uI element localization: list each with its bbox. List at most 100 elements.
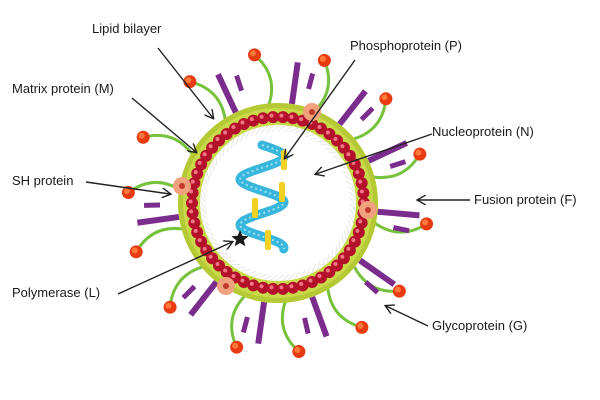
matrix-bead-highlight xyxy=(215,136,220,141)
interior-hatch xyxy=(210,241,220,246)
arrow-sh-protein xyxy=(85,181,170,194)
arrow-phosphoprotein xyxy=(285,59,356,158)
matrix-bead xyxy=(296,279,309,292)
matrix-bead-highlight xyxy=(202,152,207,157)
matrix-bead xyxy=(306,118,319,131)
matrix-bead-highlight xyxy=(299,117,304,122)
sh-proteins xyxy=(173,103,377,295)
interior-hatch xyxy=(324,147,335,150)
matrix-bead xyxy=(266,282,279,295)
interior-hatch xyxy=(321,257,326,268)
matrix-bead xyxy=(315,271,327,284)
glycoprotein-head-core xyxy=(185,77,192,84)
matrix-bead xyxy=(200,244,213,257)
matrix-bead xyxy=(277,111,290,124)
interior-hatch xyxy=(310,137,321,140)
interior-texture xyxy=(199,124,357,282)
matrix-bead-highlight xyxy=(359,189,364,194)
matrix-bead xyxy=(306,275,319,288)
matrix-bead xyxy=(355,177,368,190)
matrix-bead xyxy=(186,206,199,219)
matrix-bead xyxy=(277,282,290,295)
glycoprotein-head-core xyxy=(394,286,401,293)
glycoprotein-head-core xyxy=(381,94,388,101)
glycoprotein-stalk xyxy=(353,97,388,141)
matrix-bead-highlight xyxy=(189,189,194,194)
interior-hatch xyxy=(255,126,263,135)
interior-hatch xyxy=(201,218,210,226)
glycoprotein-head-core xyxy=(422,219,429,226)
interior-hatch xyxy=(206,171,211,181)
matrix-bead-highlight xyxy=(289,284,294,289)
matrix-bead xyxy=(247,114,260,127)
interior-hatch xyxy=(235,266,246,269)
interior-hatch xyxy=(200,212,209,221)
fusion-protein-stem xyxy=(215,73,239,114)
sh-protein-core xyxy=(365,207,371,213)
interior-hatch xyxy=(326,253,330,264)
fusion-protein-branch xyxy=(306,72,316,90)
interior-hatch xyxy=(263,274,273,281)
glycoprotein-head-core xyxy=(165,302,172,309)
label-lipid-bilayer: Lipid bilayer xyxy=(92,21,162,36)
matrix-bead-highlight xyxy=(231,125,236,130)
interior-hatch xyxy=(341,235,344,246)
interior-hatch xyxy=(348,214,354,224)
glycoprotein-head-core xyxy=(319,55,326,62)
matrix-bead-highlight xyxy=(279,113,284,118)
matrix-bead xyxy=(186,197,198,209)
matrix-bead-highlight xyxy=(351,238,356,243)
matrix-bead-highlight xyxy=(299,281,304,286)
matrix-bead xyxy=(188,216,201,229)
surface-proteins xyxy=(121,48,434,359)
fusion-protein-branch xyxy=(240,316,250,334)
fusion-protein-branch xyxy=(364,280,380,295)
matrix-bead-highlight xyxy=(340,254,345,259)
sh-protein-core xyxy=(223,283,229,289)
label-phosphoprotein: Phosphoprotein (P) xyxy=(350,38,462,53)
matrix-bead-highlight xyxy=(317,273,322,278)
glycoprotein-head-core xyxy=(232,342,239,349)
glycoprotein-head-core xyxy=(138,132,145,139)
matrix-bead-highlight xyxy=(269,113,274,118)
matrix-bead xyxy=(191,226,204,239)
sh-protein-core xyxy=(309,109,315,115)
matrix-bead-highlight xyxy=(190,179,195,184)
matrix-bead xyxy=(191,167,204,180)
fusion-protein-branch xyxy=(359,106,375,122)
label-fusion-protein: Fusion protein (F) xyxy=(474,192,577,207)
interior-hatch xyxy=(289,127,299,133)
interior-hatch xyxy=(199,206,208,215)
nucleocapsid-texture xyxy=(238,144,286,250)
interior-hatch xyxy=(266,124,275,133)
arrow-polymerase xyxy=(117,242,232,295)
interior-hatch xyxy=(244,129,251,140)
glycoprotein-stalk xyxy=(134,226,183,254)
phosphoprotein-bar xyxy=(279,182,285,202)
interior-hatch xyxy=(202,182,208,192)
interior-hatch xyxy=(349,208,356,218)
interior-hatch xyxy=(316,261,321,271)
fusion-protein-stem xyxy=(255,301,268,345)
matrix-bead-highlight xyxy=(193,228,198,233)
interior-hatch xyxy=(269,274,279,281)
interior-hatch xyxy=(287,272,296,281)
glycoprotein-stalk xyxy=(326,288,364,329)
interior-hatch xyxy=(348,191,357,200)
fusion-protein-stem xyxy=(377,208,420,219)
interior-hatch xyxy=(207,236,217,242)
matrix-bead-highlight xyxy=(223,268,228,273)
fusion-protein-stem xyxy=(309,295,330,338)
matrix-bead-highlight xyxy=(208,144,213,149)
matrix-bead-highlight xyxy=(223,130,228,135)
matrix-bead-highlight xyxy=(193,170,198,175)
matrix-bead-highlight xyxy=(340,144,345,149)
interior-hatch xyxy=(277,125,287,132)
label-glycoprotein: Glycoprotein (G) xyxy=(432,318,527,333)
matrix-bead-highlight xyxy=(325,268,330,273)
interior-hatch xyxy=(204,176,209,187)
glycoprotein-stalk xyxy=(280,301,301,354)
arrow-matrix-protein xyxy=(131,97,196,152)
sh-protein-core xyxy=(179,183,185,189)
fusion-protein-branch xyxy=(389,159,407,169)
